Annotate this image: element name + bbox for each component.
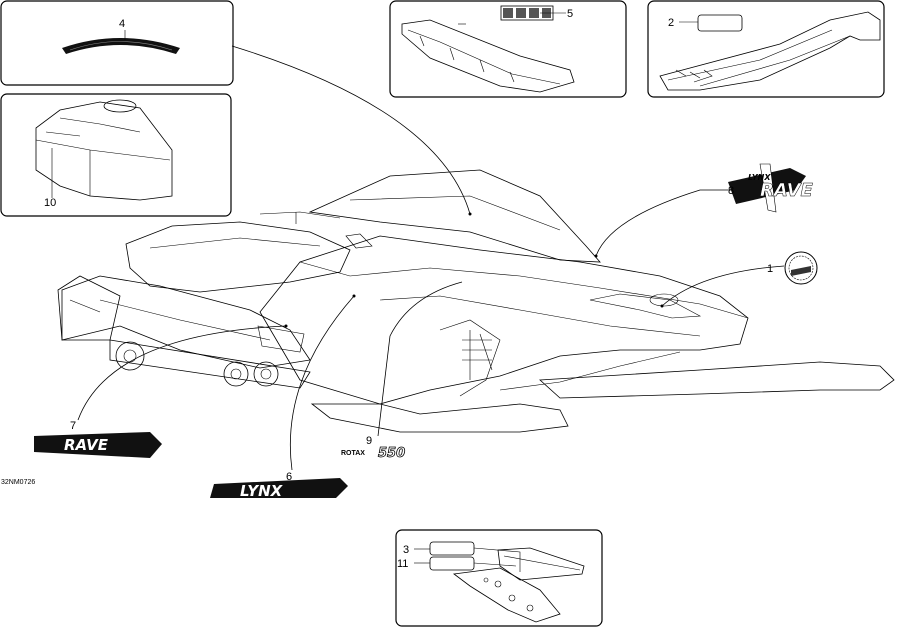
inset-decal-2: 2 (647, 0, 885, 98)
callout-9: 9 (366, 435, 372, 447)
decal-6-lynx-text: LYNX (240, 482, 284, 500)
decal-8-rave-emblem: LYNX RAVE 8 (728, 163, 814, 213)
inset-decals-3-11: 3 11 (395, 529, 603, 627)
decal-7-rave-text: RAVE (64, 436, 109, 454)
inset-decal-10: 10 (0, 93, 232, 217)
decal-9-rotax: ROTAX 550 9 (340, 435, 420, 461)
decal-9-model-text: 550 (378, 446, 405, 461)
decal-8-lynx-text: LYNX (748, 173, 771, 182)
inset-decal-5: 5 (389, 0, 627, 98)
inset-decal-4: 4 (0, 0, 234, 86)
callout-3: 3 (403, 544, 409, 556)
decal-1-round-badge: 1 (767, 251, 818, 285)
callout-4: 4 (119, 18, 125, 30)
decal-9-rotax-text: ROTAX (341, 450, 365, 457)
callout-5: 5 (567, 8, 573, 20)
callout-7: 7 (70, 420, 76, 432)
callout-2: 2 (668, 17, 674, 29)
callout-6: 6 (286, 471, 292, 483)
decal-7-rave-side: RAVE 7 (34, 420, 162, 458)
callout-10: 10 (44, 197, 56, 209)
decal-8-rave-text: RAVE (760, 180, 814, 201)
decal-6-lynx: LYNX 6 (210, 471, 348, 500)
callout-1: 1 (767, 263, 773, 275)
leader-lines (77, 45, 785, 471)
reference-code: 32NM0726 (1, 479, 35, 486)
callout-8: 8 (728, 185, 734, 197)
snowmobile-body (57, 169, 895, 433)
callout-11: 11 (397, 558, 408, 570)
